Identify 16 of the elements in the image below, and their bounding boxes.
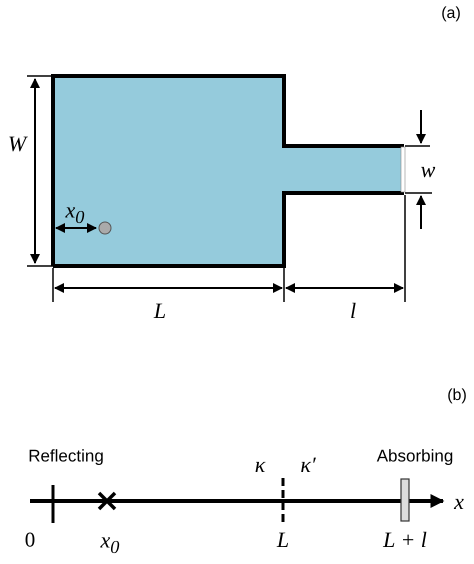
tick-label: x$_{0}$ (100, 530, 120, 556)
axis-label: x (454, 491, 464, 513)
rate-label: κ′ (300, 454, 316, 476)
boundary-label: Reflecting (28, 448, 104, 464)
panel-label: (b) (447, 388, 467, 404)
dimension-label: l (350, 300, 356, 322)
rate-label: κ (254, 454, 266, 476)
dimension-label: L (154, 300, 166, 322)
tick-label: L (276, 529, 290, 551)
tick-label: 0 (24, 530, 36, 550)
tick-label: L + l (383, 529, 427, 551)
boundary-label: Absorbing (376, 448, 454, 464)
panel-label: (a) (441, 6, 461, 22)
dimension-label: W (8, 133, 26, 155)
dimension-label: x$_{0}$ (66, 200, 84, 226)
dimension-label: w (420, 159, 436, 181)
